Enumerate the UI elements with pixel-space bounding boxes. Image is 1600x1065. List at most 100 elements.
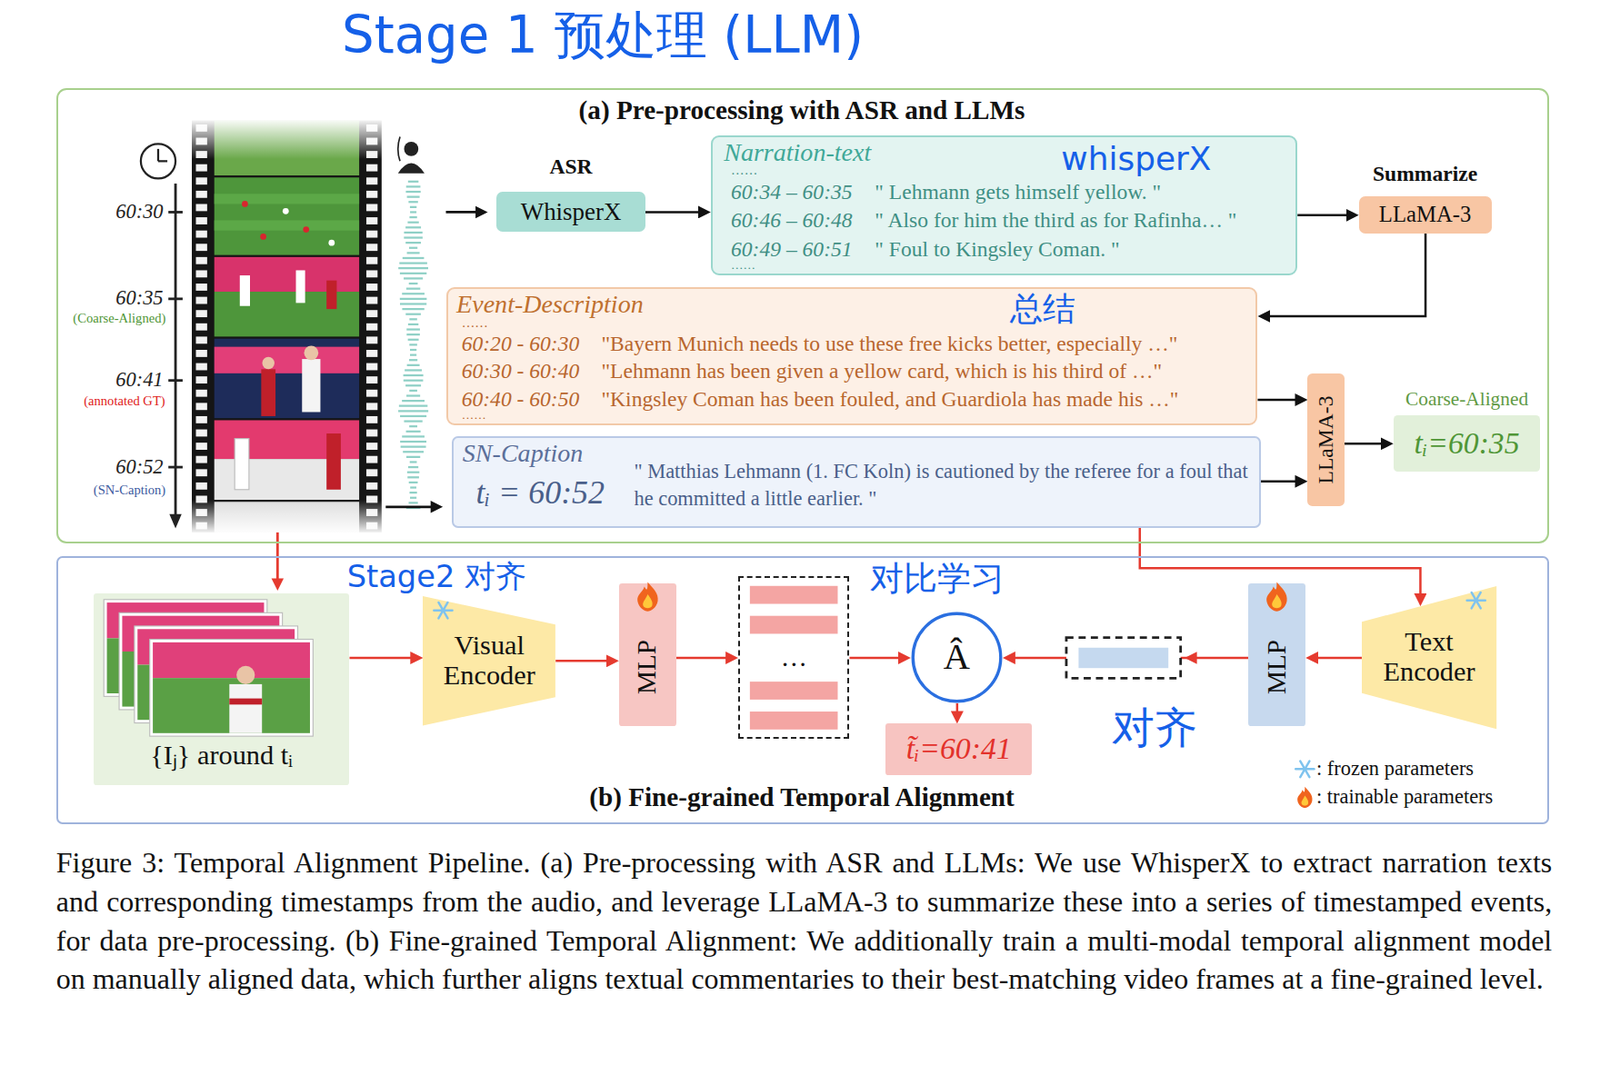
waveform xyxy=(409,216,417,219)
waveform xyxy=(408,323,419,326)
timestamp: 60:49 – 60:51 xyxy=(730,237,853,262)
feature-bar xyxy=(750,711,839,730)
player xyxy=(328,240,335,247)
flow-arrow xyxy=(1260,480,1302,484)
sprocket-hole xyxy=(366,164,378,172)
waveform xyxy=(410,460,418,463)
waveform xyxy=(406,333,420,336)
result-box: t̃ᵢ=60:41 xyxy=(885,723,1033,775)
waveform xyxy=(410,497,417,500)
player xyxy=(282,208,290,215)
waveform xyxy=(407,251,420,254)
pitch-stripe xyxy=(214,193,360,204)
flame-inner xyxy=(1301,795,1310,806)
video-frame xyxy=(214,339,360,420)
waveform xyxy=(406,288,420,290)
clock-icon xyxy=(140,143,176,179)
legend-icon xyxy=(1293,758,1317,781)
waveform xyxy=(401,292,425,295)
waveform xyxy=(409,491,417,494)
waveform xyxy=(403,236,423,239)
waveform xyxy=(400,415,427,418)
sprocket-hole xyxy=(366,350,378,358)
sprocket-hole xyxy=(366,270,378,278)
timeline-label: (annotated GT) xyxy=(83,393,165,410)
pitch-stripe xyxy=(214,220,360,230)
sprocket-hole xyxy=(196,164,208,172)
box-heading: ASR xyxy=(484,154,659,180)
waveform xyxy=(398,267,429,270)
sprocket-hole xyxy=(366,230,378,239)
frame-label: {Iⱼ} around tᵢ xyxy=(93,740,350,772)
sprocket-hole xyxy=(196,402,208,410)
event-line: "Bayern Munich needs to use these free k… xyxy=(600,331,1178,357)
waveform xyxy=(403,231,422,234)
sprocket-hole xyxy=(196,217,208,225)
speaker-wave xyxy=(398,136,400,161)
waveform xyxy=(398,410,429,412)
sprocket-hole xyxy=(196,257,208,265)
sprocket-hole xyxy=(366,363,378,371)
handwritten-note: 对比学习 xyxy=(870,560,1005,600)
overlay-group xyxy=(1066,638,1198,680)
waveform xyxy=(406,456,420,459)
process-box: ASRWhisperX xyxy=(496,191,646,233)
player xyxy=(296,270,306,303)
sprocket-hole xyxy=(196,297,208,305)
snowflake-icon xyxy=(434,602,453,619)
waveform xyxy=(399,405,428,408)
sprocket-hole xyxy=(196,416,208,424)
waveform xyxy=(409,318,417,320)
sprocket-hole xyxy=(196,323,208,331)
ellipsis: … xyxy=(740,642,848,674)
flow-arrow xyxy=(349,657,417,660)
flame-icon xyxy=(1297,787,1312,809)
flow-arrow xyxy=(849,657,904,660)
waveform xyxy=(404,369,422,371)
sprocket-hole xyxy=(366,469,378,477)
snowflake-core xyxy=(441,609,446,613)
waveform xyxy=(406,430,421,433)
encoder-trapezoid: Text Encoder xyxy=(1361,586,1497,730)
snowflake-arm xyxy=(439,602,449,619)
ellipsis: …… xyxy=(461,315,489,331)
legend-text: : trainable parameters xyxy=(1316,785,1493,810)
frame-image xyxy=(149,639,313,737)
waveform xyxy=(407,364,420,367)
sprocket-hole xyxy=(196,190,208,199)
sprocket-hole xyxy=(366,323,378,331)
timeline-label: 60:52 xyxy=(115,455,163,480)
sprocket-hole xyxy=(366,190,378,199)
timeline-tick xyxy=(168,466,183,470)
mlp-box: MLP xyxy=(619,583,677,727)
legend-row: : trainable parameters xyxy=(1293,785,1493,810)
player-head xyxy=(236,665,255,684)
snowflake-arm xyxy=(1300,760,1310,777)
handwritten-note: 对齐 xyxy=(1111,703,1198,753)
snowflake-icon xyxy=(1295,760,1314,777)
video-frame xyxy=(214,291,360,337)
flow-arrow xyxy=(1297,214,1352,218)
handwritten-note: Stage 1 预处理 (LLM) xyxy=(341,6,864,66)
sprocket-hole xyxy=(196,350,208,358)
waveform xyxy=(409,501,419,504)
mlp-box: MLP xyxy=(1248,583,1306,727)
handwritten-note: Stage2 对齐 xyxy=(347,560,527,596)
arrow-head xyxy=(475,206,488,219)
waveform xyxy=(410,486,417,489)
legend-row: : frozen parameters xyxy=(1293,757,1474,781)
sprocket-hole xyxy=(366,376,378,384)
waveform xyxy=(408,339,420,341)
player-head xyxy=(303,346,319,361)
sprocket-hole xyxy=(366,456,378,464)
sprocket-hole xyxy=(196,390,208,398)
arrow-line xyxy=(446,210,480,214)
sprocket-hole xyxy=(366,402,378,410)
waveform xyxy=(409,247,418,250)
timestamp: 60:20 - 60:30 xyxy=(461,331,580,357)
speaker-icon xyxy=(403,141,419,157)
timestamp: 60:34 – 60:35 xyxy=(730,180,853,205)
box-label: WhisperX xyxy=(496,198,646,227)
waveform xyxy=(409,425,418,428)
waveform xyxy=(400,440,427,443)
